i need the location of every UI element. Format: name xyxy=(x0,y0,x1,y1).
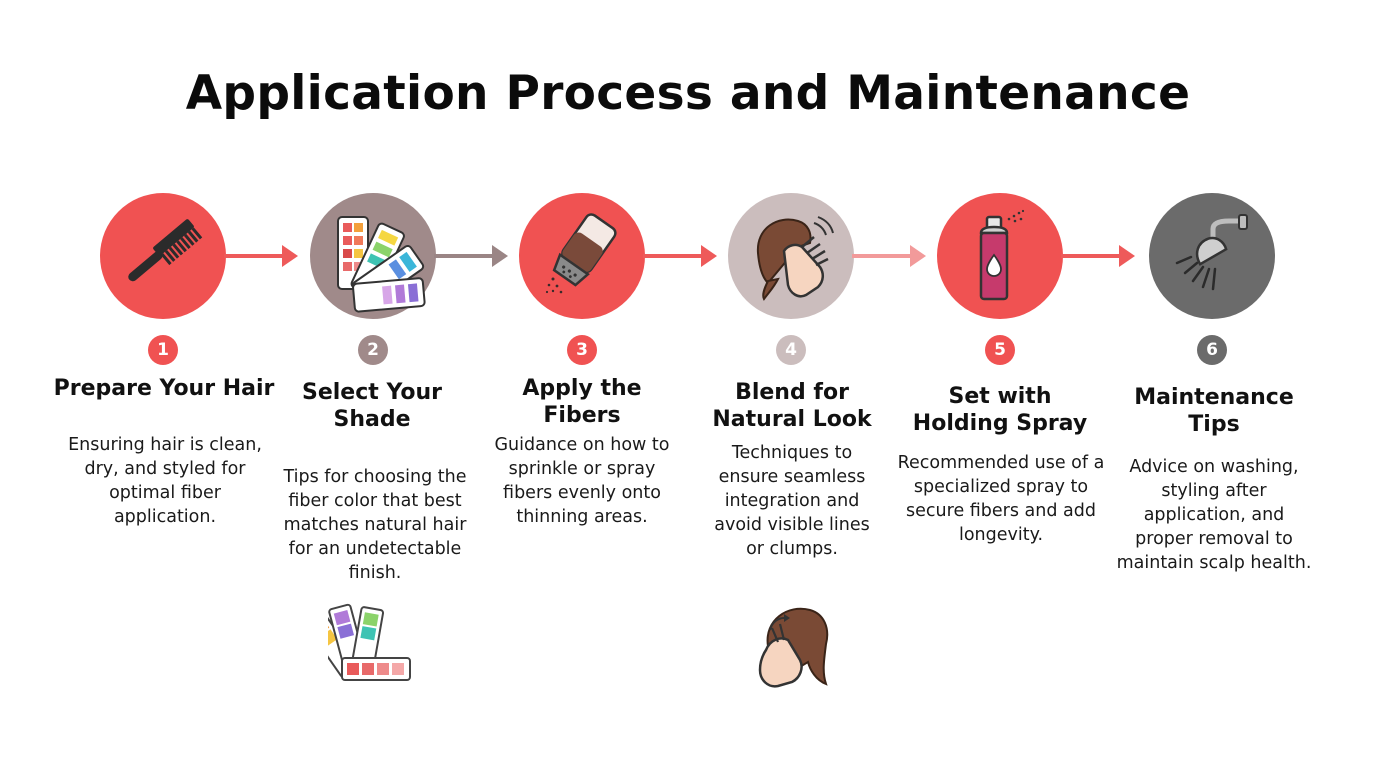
step-3-description: Guidance on how to sprinkle or spray fib… xyxy=(494,435,670,527)
step-1-circle xyxy=(100,193,226,319)
shaker-icon xyxy=(545,213,617,294)
step-5-circle xyxy=(937,193,1063,319)
arrow-2-3 xyxy=(434,245,508,267)
color-swatch-icon xyxy=(337,216,426,313)
hand-on-hair-icon xyxy=(758,607,829,688)
step-6-circle xyxy=(1149,193,1275,319)
step-6-title: Maintenance Tips xyxy=(1134,385,1294,437)
arrow-3-4 xyxy=(643,245,717,267)
step-5-description: Recommended use of a specialized spray t… xyxy=(897,453,1105,545)
step-number-badge: 5 xyxy=(985,335,1015,365)
step-1-title: Prepare Your Hair xyxy=(53,376,275,401)
step-6-description: Advice on washing, styling after applica… xyxy=(1116,457,1312,573)
comb-icon xyxy=(128,219,203,282)
spray-can-icon xyxy=(979,209,1025,301)
step-2-title: Select Your Shade xyxy=(302,380,442,432)
color-swatch-icon xyxy=(328,603,411,681)
step-2-circle xyxy=(310,193,436,319)
step-number-badge: 1 xyxy=(148,335,178,365)
step-2-description: Tips for choosing the fiber color that b… xyxy=(283,467,467,583)
step-3-circle xyxy=(519,193,645,319)
step-number-badge: 6 xyxy=(1197,335,1227,365)
page-title: Application Process and Maintenance xyxy=(185,66,1191,121)
step-1-description: Ensuring hair is clean, dry, and styled … xyxy=(68,435,262,527)
arrow-5-6 xyxy=(1061,245,1135,267)
arrow-4-5 xyxy=(852,245,926,267)
step-4-title: Blend for Natural Look xyxy=(712,380,872,432)
arrow-1-2 xyxy=(224,245,298,267)
step-number-badge: 2 xyxy=(358,335,388,365)
step-number-badge: 4 xyxy=(776,335,806,365)
shower-head-icon xyxy=(1175,214,1248,291)
step-4-description: Techniques to ensure seamless integratio… xyxy=(714,443,870,559)
step-5-title: Set with Holding Spray xyxy=(912,384,1088,436)
hand-on-hair-icon xyxy=(756,216,834,301)
step-number-badge: 3 xyxy=(567,335,597,365)
step-3-title: Apply the Fibers xyxy=(522,376,642,428)
step-4-circle xyxy=(728,193,854,319)
